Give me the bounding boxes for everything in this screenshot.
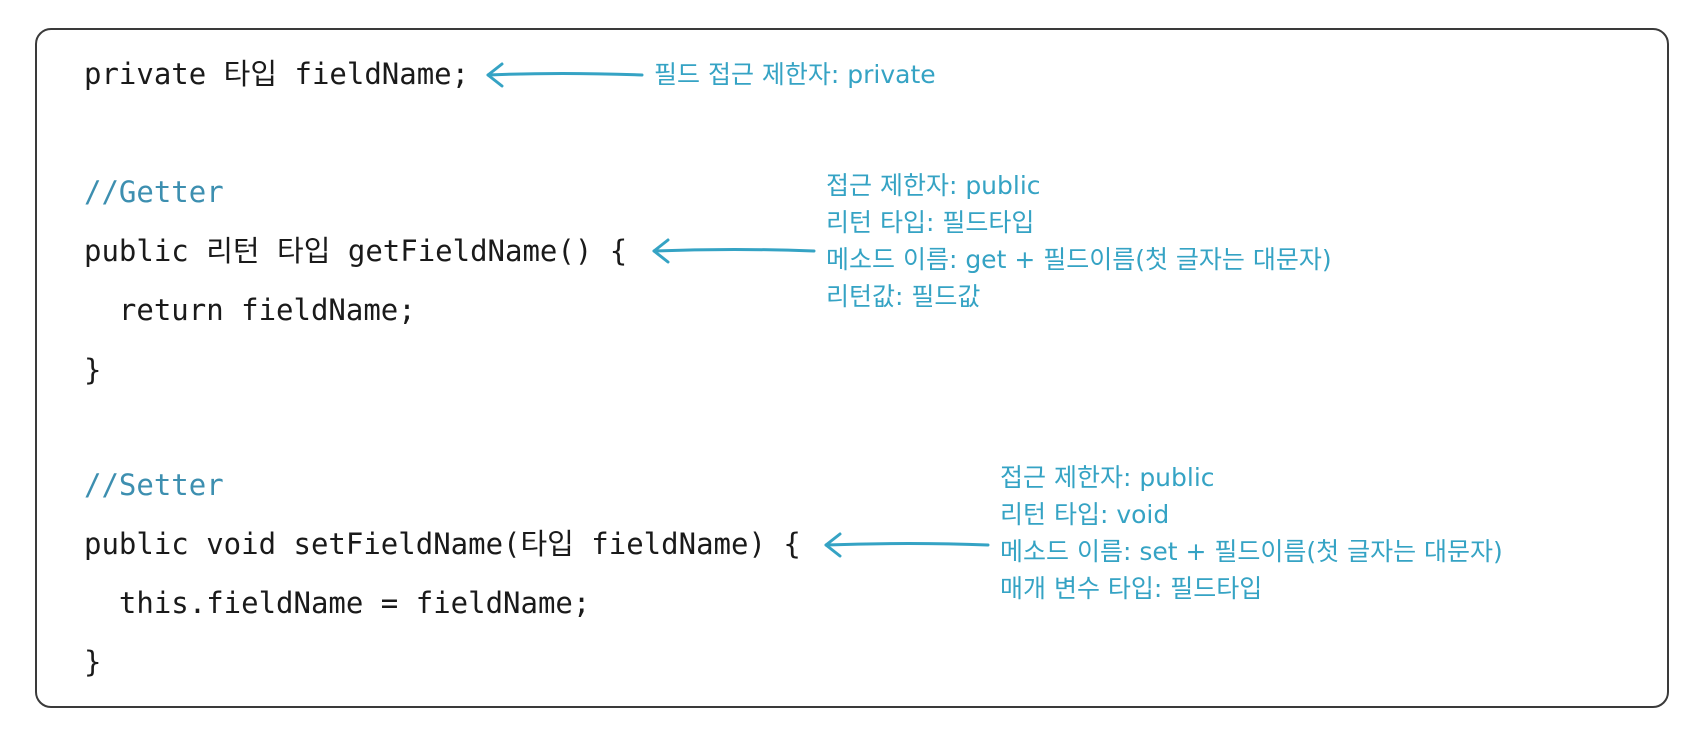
setter-annotation-return-type: 리턴 타입: void	[1000, 500, 1170, 529]
getter-signature-line: public 리턴 타입 getFieldName() {	[84, 234, 628, 268]
getter-annotation-return-type: 리턴 타입: 필드타입	[826, 208, 1035, 237]
getter-comment: //Getter	[84, 175, 224, 209]
setter-annotation-method-name: 메소드 이름: set + 필드이름(첫 글자는 대문자)	[1000, 537, 1503, 566]
setter-body-line: this.fieldName = fieldName;	[84, 586, 591, 620]
code-box	[35, 28, 1669, 708]
private-field-line: private 타입 fieldName;	[84, 57, 470, 91]
setter-annotation-param-type: 매개 변수 타입: 필드타입	[1000, 574, 1263, 603]
getter-annotation-return-value: 리턴값: 필드값	[826, 282, 981, 311]
setter-annotation-access: 접근 제한자: public	[1000, 463, 1215, 492]
getter-annotation-access: 접근 제한자: public	[826, 171, 1041, 200]
getter-annotation-method-name: 메소드 이름: get + 필드이름(첫 글자는 대문자)	[826, 245, 1332, 274]
setter-close-brace: }	[84, 645, 102, 679]
getter-close-brace: }	[84, 353, 102, 387]
setter-signature-line: public void setFieldName(타입 fieldName) {	[84, 527, 801, 561]
setter-comment: //Setter	[84, 468, 224, 502]
private-field-annotation: 필드 접근 제한자: private	[654, 60, 936, 89]
getter-body-line: return fieldName;	[84, 293, 416, 327]
